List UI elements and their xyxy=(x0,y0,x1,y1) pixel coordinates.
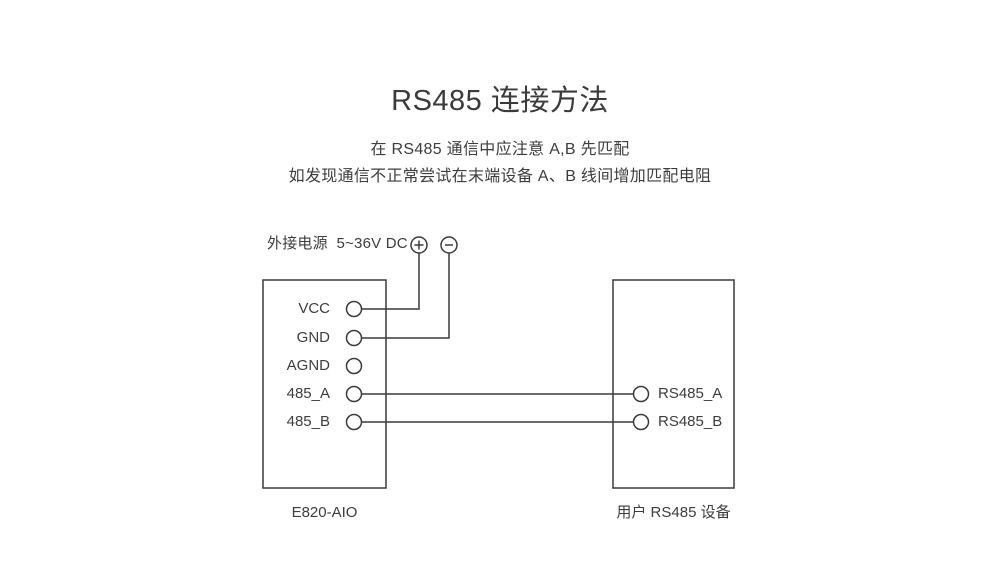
note-line-1: 在 RS485 通信中应注意 A,B 先匹配 xyxy=(370,141,630,158)
pin-circle-gnd xyxy=(345,329,363,347)
right-device-box xyxy=(612,279,735,489)
pin-circle-485b xyxy=(345,413,363,431)
pin-circle-vcc xyxy=(345,300,363,318)
power-supply-label: 外接电源 5~36V DC xyxy=(267,235,408,252)
pin-label-485a: 485_A xyxy=(286,385,330,402)
wire-vcc-to-positive xyxy=(361,253,420,310)
pin-circle-rs485b xyxy=(632,413,650,431)
pin-label-agnd: AGND xyxy=(286,357,330,374)
minus-circle-icon xyxy=(440,236,458,254)
pin-circle-485a xyxy=(345,385,363,403)
pin-label-485b: 485_B xyxy=(286,413,330,430)
note-line-2: 如发现通信不正常尝试在末端设备 A、B 线间增加匹配电阻 xyxy=(288,168,712,185)
pin-label-rs485a: RS485_A xyxy=(658,385,723,402)
page-title: RS485 连接方法 xyxy=(391,85,609,117)
pin-label-rs485b: RS485_B xyxy=(658,413,723,430)
pin-label-vcc: VCC xyxy=(298,300,330,317)
pin-circle-agnd xyxy=(345,357,363,375)
left-device-name: E820-AIO xyxy=(291,504,358,521)
plus-circle-icon xyxy=(410,236,428,254)
pin-circle-rs485a xyxy=(632,385,650,403)
notes-block: 在 RS485 通信中应注意 A,B 先匹配 如发现通信不正常尝试在末端设备 A… xyxy=(0,136,1000,190)
pin-label-gnd: GND xyxy=(296,329,330,346)
left-device-box xyxy=(262,279,387,489)
right-device-name: 用户 RS485 设备 xyxy=(616,504,731,521)
wire-gnd-to-negative xyxy=(361,253,450,339)
